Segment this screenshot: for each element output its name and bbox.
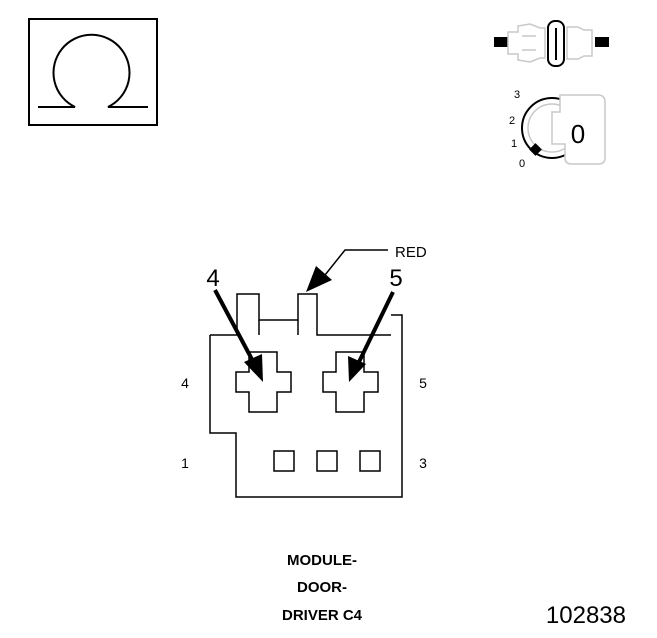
pin-label-5: 5: [419, 375, 427, 391]
callout-4: 4: [206, 265, 219, 292]
cavity-empty-1: [273, 450, 295, 472]
caption-line-1: MODULE-: [287, 552, 357, 569]
red-wire-leader: RED: [306, 244, 427, 292]
ignition-switch-icon: 0 3 2 1 0: [509, 89, 606, 170]
ignition-position-2: 2: [509, 115, 515, 127]
pin-label-3: 3: [419, 455, 427, 471]
connector-caption: MODULE- DOOR- DRIVER C4: [282, 552, 363, 624]
caption-line-2: DOOR-: [297, 579, 347, 596]
ignition-key-label: 0: [571, 119, 585, 149]
callout-5: 5: [389, 265, 402, 292]
cavity-4: [235, 351, 292, 413]
pin-numbers: 4 5 1 3: [181, 375, 427, 471]
ohmmeter-symbol: [28, 18, 158, 126]
pin-label-4: 4: [181, 375, 189, 391]
caption-line-3: DRIVER C4: [282, 607, 363, 624]
figure-number: 102838: [546, 602, 626, 629]
disconnect-connector-icon: [494, 20, 609, 67]
cavity-5: [322, 351, 379, 413]
omega-icon: [38, 33, 148, 108]
wire-color-label: RED: [395, 244, 427, 261]
ignition-position-3: 3: [514, 89, 520, 101]
callout-arrows: 4 5: [206, 265, 403, 382]
connector-face: [209, 293, 403, 498]
ignition-position-0: 0: [519, 158, 525, 170]
cavity-empty-3: [359, 450, 381, 472]
pin-label-1: 1: [181, 455, 189, 471]
ignition-position-1: 1: [511, 138, 517, 150]
cavity-empty-2: [316, 450, 338, 472]
